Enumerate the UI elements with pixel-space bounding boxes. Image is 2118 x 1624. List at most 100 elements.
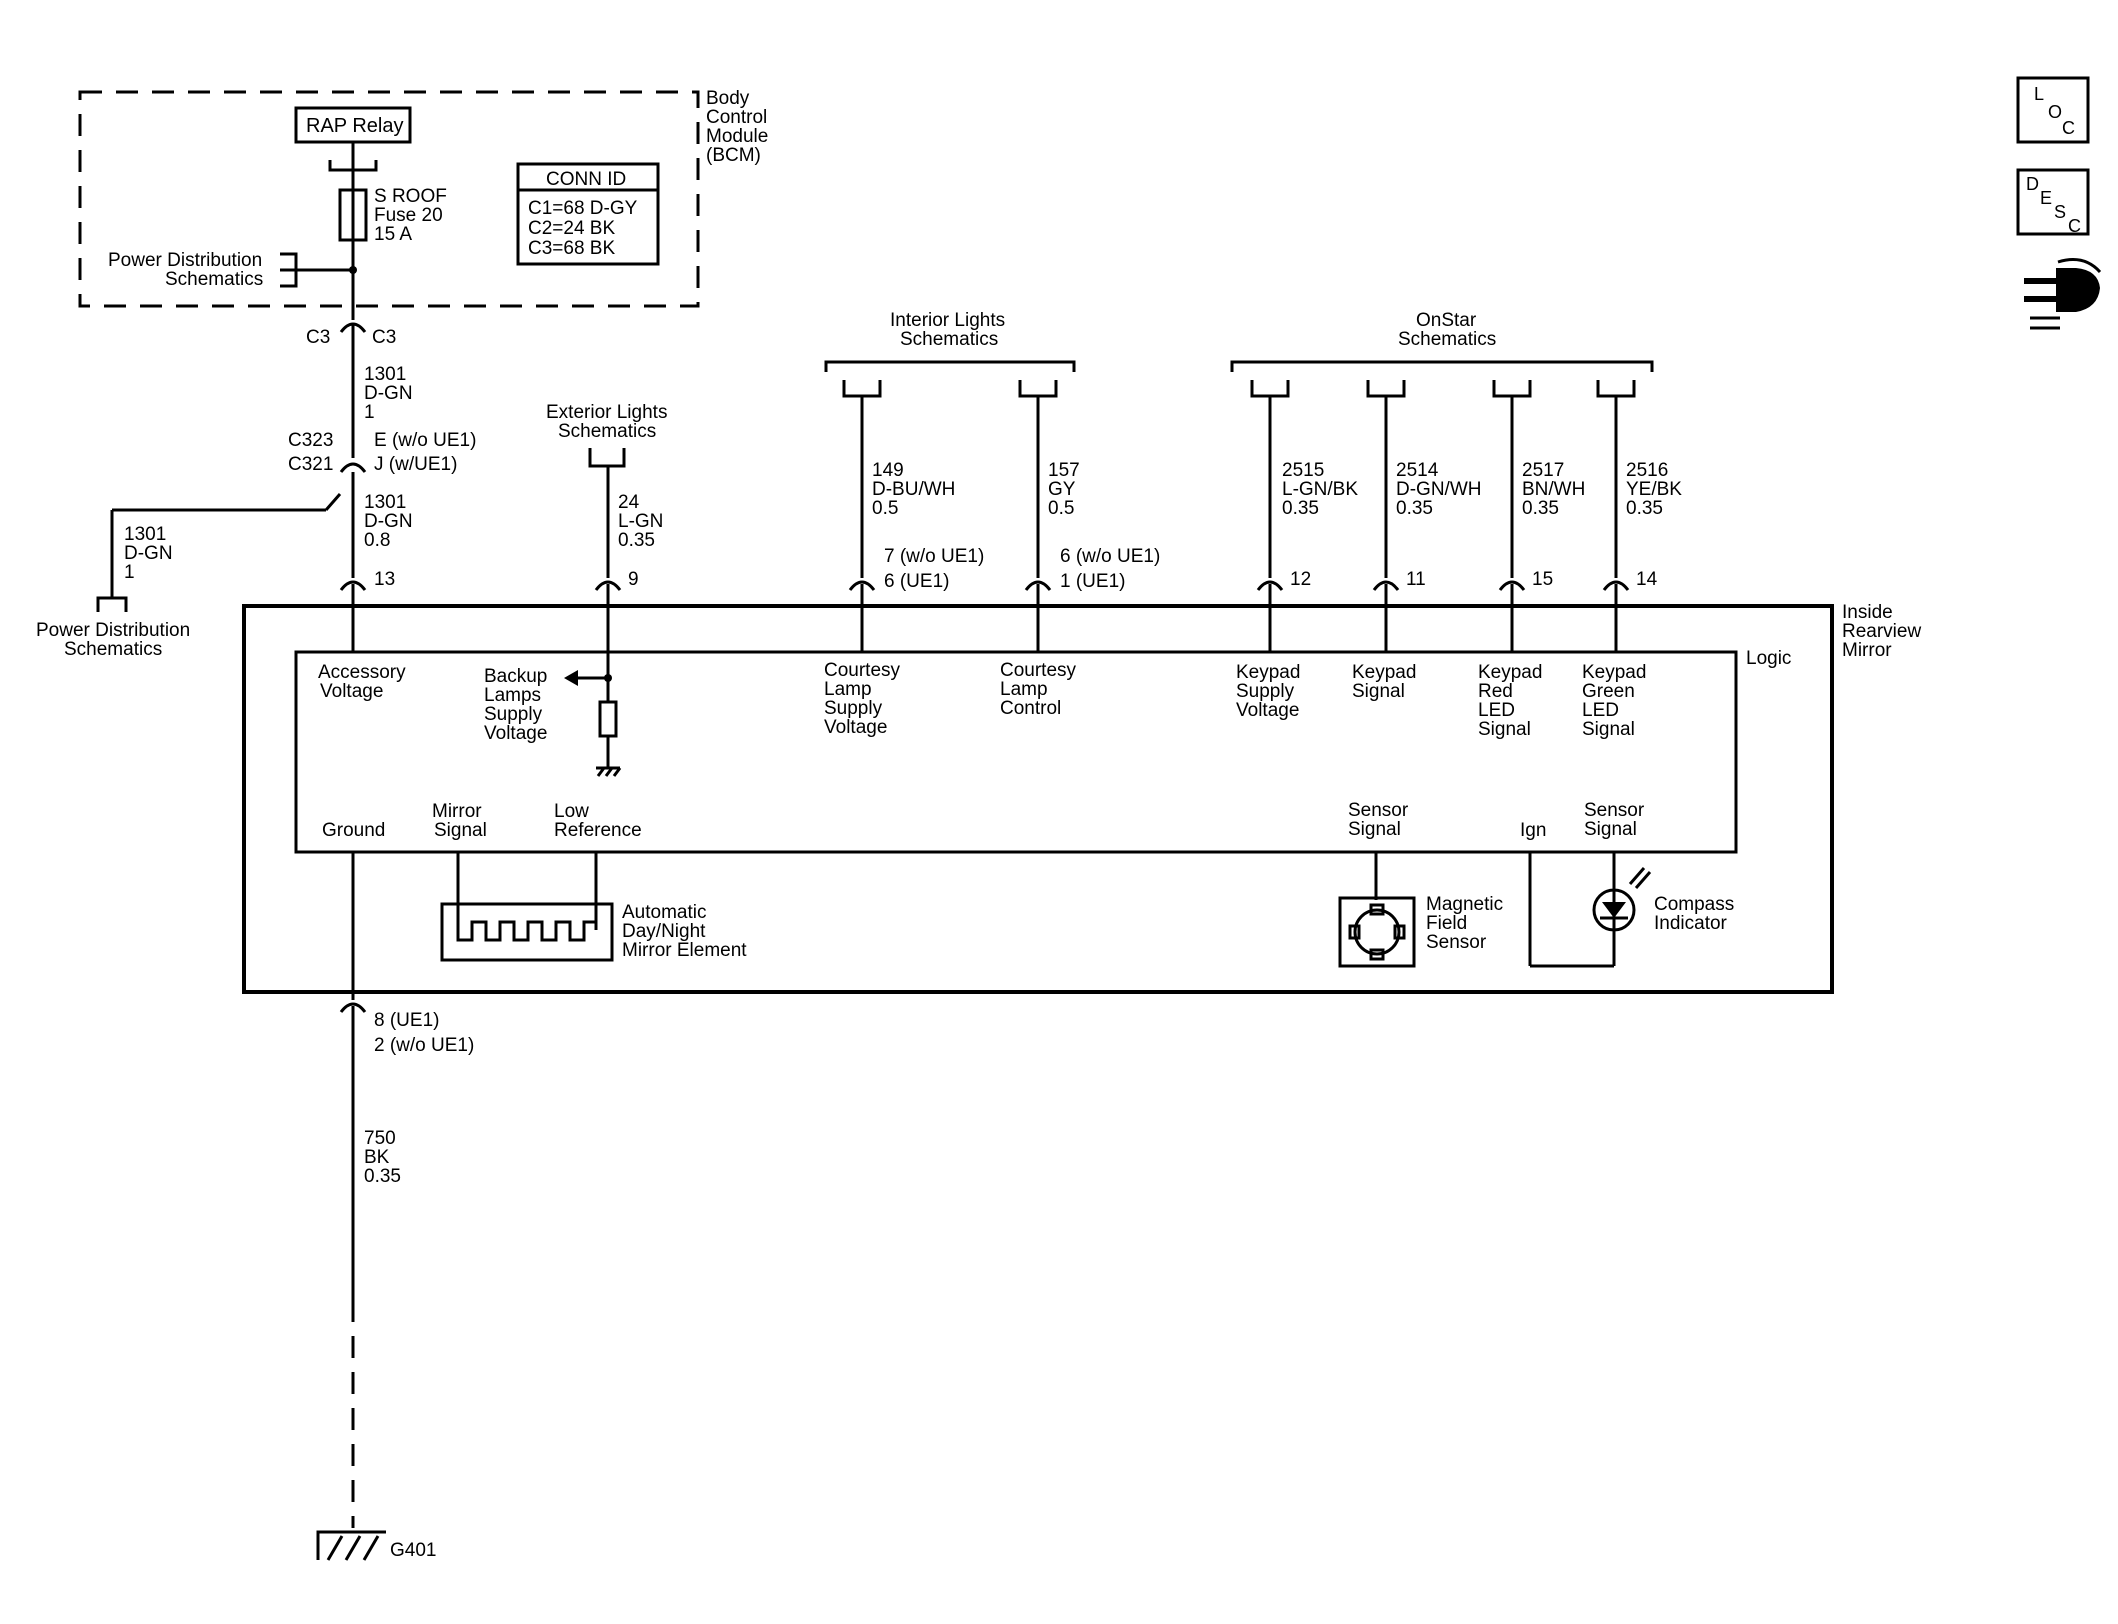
sensor-signal-right-2: Signal	[1584, 819, 1637, 840]
w157-3: 0.5	[1048, 498, 1074, 519]
w2514-2: D-GN/WH	[1396, 479, 1481, 500]
backup-lamps-1: Backup	[484, 666, 547, 687]
j-w-ue1-label: J (w/UE1)	[374, 454, 457, 475]
w1301-top-1: 1301	[364, 364, 406, 385]
mirror-label-3: Mirror	[1842, 640, 1892, 661]
conn-id-row-1: C1=68 D-GY	[528, 198, 638, 219]
w157-1: 157	[1048, 460, 1080, 481]
power-dist-left-2: Schematics	[64, 639, 162, 660]
c3-left-label: C3	[306, 327, 330, 348]
c321-label: C321	[288, 454, 333, 475]
pin-6-wo-label: 6 (w/o UE1)	[1060, 546, 1160, 567]
pin-12-label: 12	[1290, 569, 1311, 590]
pin-6-ue1-label: 6 (UE1)	[884, 571, 949, 592]
backup-lamps-2: Lamps	[484, 685, 541, 706]
w2516-3: 0.35	[1626, 498, 1663, 519]
loc-letter-l: L	[2034, 84, 2044, 104]
courtesy-supply-2: Lamp	[824, 679, 872, 700]
heating-element-icon	[456, 920, 598, 942]
w149-2: D-BU/WH	[872, 479, 955, 500]
interior-lights-2: Schematics	[900, 329, 998, 350]
c3-right-label: C3	[372, 327, 396, 348]
w2516-2: YE/BK	[1626, 479, 1682, 500]
accessory-voltage-1: Accessory	[318, 662, 406, 683]
keypad-green-3: LED	[1582, 700, 1619, 721]
keypad-green-4: Signal	[1582, 719, 1635, 740]
w1301-mid-2: D-GN	[364, 511, 413, 532]
backup-lamps-4: Voltage	[484, 723, 547, 744]
desc-button[interactable]: D E S C	[2016, 168, 2090, 236]
interior-lights-group: Interior Lights Schematics 149 D-BU/WH 0…	[824, 310, 1160, 652]
power-dist-left-1: Power Distribution	[36, 620, 190, 641]
courtesy-control-2: Lamp	[1000, 679, 1048, 700]
keypad-supply-2: Supply	[1236, 681, 1295, 702]
magnetic-sensor-icon	[1353, 908, 1401, 956]
keypad-green-1: Keypad	[1582, 662, 1646, 683]
w149-3: 0.5	[872, 498, 898, 519]
mirror-label-2: Rearview	[1842, 621, 1921, 642]
w2515-3: 0.35	[1282, 498, 1319, 519]
g401-label: G401	[390, 1540, 436, 1561]
desc-letter-c: C	[2068, 216, 2081, 236]
conn-id-title: CONN ID	[546, 169, 626, 190]
pin-2-wo-label: 2 (w/o UE1)	[374, 1035, 474, 1056]
conn-id-row-2: C2=24 BK	[528, 218, 615, 239]
auto-dimming-element-box	[440, 902, 614, 962]
sensor-signal-left-1: Sensor	[1348, 800, 1409, 821]
w1301-mid-1: 1301	[364, 492, 406, 513]
keypad-green-2: Green	[1582, 681, 1635, 702]
ign-label: Ign	[1520, 820, 1546, 841]
bcm-power-dist-2: Schematics	[165, 269, 263, 290]
magnetic-sensor-box	[1338, 896, 1416, 968]
inside-rearview-mirror: Inside Rearview Mirror Logic Accessory V…	[242, 602, 1921, 1000]
keypad-red-1: Keypad	[1478, 662, 1542, 683]
compass-1: Compass	[1654, 894, 1734, 915]
courtesy-control-1: Courtesy	[1000, 660, 1077, 681]
e-wo-ue1-label: E (w/o UE1)	[374, 430, 476, 451]
connector-view-button[interactable]	[2024, 258, 2102, 330]
pin-8-ue1-label: 8 (UE1)	[374, 1010, 439, 1031]
loc-button[interactable]: L O C	[2016, 76, 2090, 144]
keypad-supply-3: Voltage	[1236, 700, 1299, 721]
auto-dimming-1: Automatic	[622, 902, 706, 923]
keypad-red-4: Signal	[1478, 719, 1531, 740]
keypad-signal-2: Signal	[1352, 681, 1405, 702]
sensor-signal-left-2: Signal	[1348, 819, 1401, 840]
w1301-mid-3: 0.8	[364, 530, 390, 551]
loc-letter-o: O	[2048, 102, 2062, 122]
ground-label: Ground	[322, 820, 385, 841]
keypad-signal-1: Keypad	[1352, 662, 1416, 683]
w1301-top-2: D-GN	[364, 383, 413, 404]
pin-14-label: 14	[1636, 569, 1658, 590]
pin-1-ue1-label: 1 (UE1)	[1060, 571, 1125, 592]
auto-dimming-2: Day/Night	[622, 921, 706, 942]
w2517-3: 0.35	[1522, 498, 1559, 519]
logic-box	[294, 650, 1738, 854]
fuse-label-3: 15 A	[374, 224, 412, 245]
keypad-red-3: LED	[1478, 700, 1515, 721]
sensor-signal-right-1: Sensor	[1584, 800, 1645, 821]
resistor-icon	[598, 700, 618, 738]
w1301-left-1: 1301	[124, 524, 166, 545]
w2515-1: 2515	[1282, 460, 1324, 481]
conn-id-row-3: C3=68 BK	[528, 238, 615, 259]
rap-relay-label: RAP Relay	[306, 115, 403, 137]
w2517-1: 2517	[1522, 460, 1564, 481]
mirror-signal-2: Signal	[434, 820, 487, 841]
interior-lights-1: Interior Lights	[890, 310, 1005, 331]
w1301-top-3: 1	[364, 402, 375, 423]
pin-11-label: 11	[1406, 569, 1426, 590]
loc-letter-c: C	[2062, 118, 2075, 138]
pin-13-label: 13	[374, 569, 395, 590]
bcm-module: Body Control Module (BCM) RAP Relay S RO…	[78, 88, 768, 320]
mirror-label-1: Inside	[1842, 602, 1893, 623]
w157-2: GY	[1048, 479, 1076, 500]
w2517-2: BN/WH	[1522, 479, 1585, 500]
plug-icon	[2024, 268, 2100, 312]
feed-24: Exterior Lights Schematics 24 L-GN 0.35 …	[546, 402, 667, 652]
w750-3: 0.35	[364, 1166, 401, 1187]
c323-label: C323	[288, 430, 333, 451]
arrow-left-icon	[564, 670, 578, 686]
courtesy-supply-4: Voltage	[824, 717, 887, 738]
magnetic-sensor-1: Magnetic	[1426, 894, 1503, 915]
